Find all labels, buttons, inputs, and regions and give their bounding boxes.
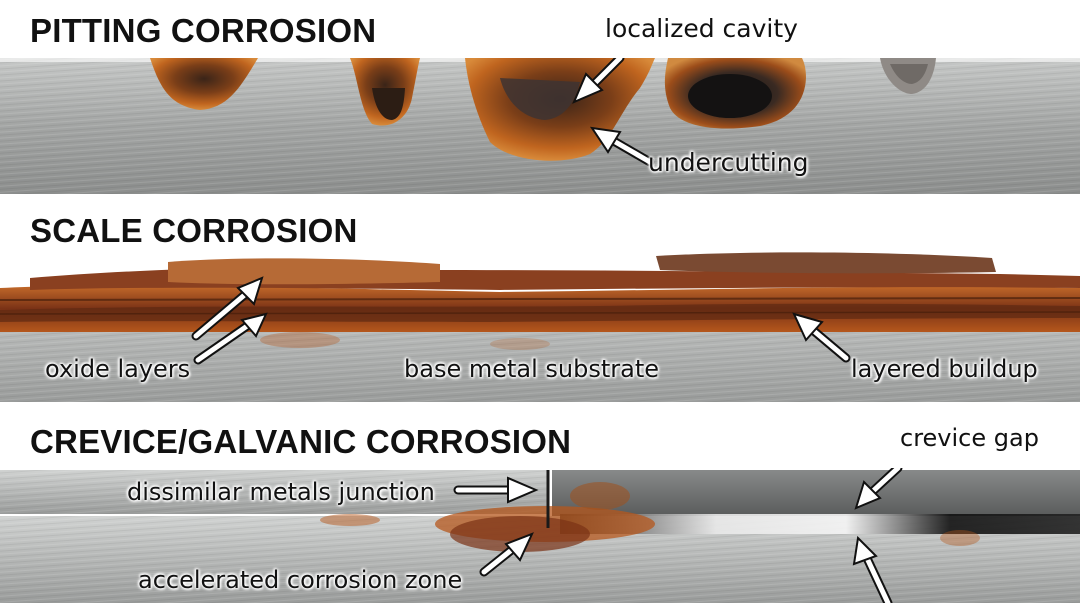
label-accelerated-corrosion-zone: accelerated corrosion zone	[138, 566, 463, 594]
label-layered-buildup: layered buildup	[851, 355, 1038, 383]
pitting-illustration	[0, 58, 1080, 194]
pitting-metal-panel	[0, 58, 1080, 194]
arrow-head-junction	[507, 476, 539, 504]
arrow-head-gap-lower	[852, 535, 878, 566]
scale-metal-panel	[0, 248, 1080, 402]
scale-illustration	[0, 252, 1080, 402]
arrow-head-zone	[504, 532, 534, 562]
label-localized-cavity: localized cavity	[605, 14, 798, 43]
crevice-illustration	[0, 468, 1080, 603]
arrow-head-buildup	[792, 312, 824, 342]
pit-1	[150, 58, 258, 110]
label-undercutting: undercutting	[648, 148, 809, 177]
arrow-head-oxide-2	[240, 312, 268, 338]
arrow-head-gap	[854, 480, 882, 510]
label-base-metal-substrate: base metal substrate	[404, 355, 660, 383]
arrow-head-oxide-1	[236, 276, 264, 306]
label-dissimilar-metals-junction: dissimilar metals junction	[127, 478, 435, 506]
label-oxide-layers: oxide layers	[45, 355, 191, 383]
scale-flake-1	[168, 258, 440, 285]
scale-flake-2	[656, 252, 996, 274]
pitting-title: PITTING CORROSION	[30, 12, 377, 49]
label-crevice-gap: crevice gap	[900, 424, 1039, 452]
arrow-head-undercut	[589, 126, 622, 154]
scale-title: SCALE CORROSION	[30, 212, 358, 249]
arrow-head-cavity	[572, 72, 604, 104]
crevice-metal-panel	[0, 468, 1080, 603]
crevice-title: CREVICE/GALVANIC CORROSION	[30, 423, 572, 460]
